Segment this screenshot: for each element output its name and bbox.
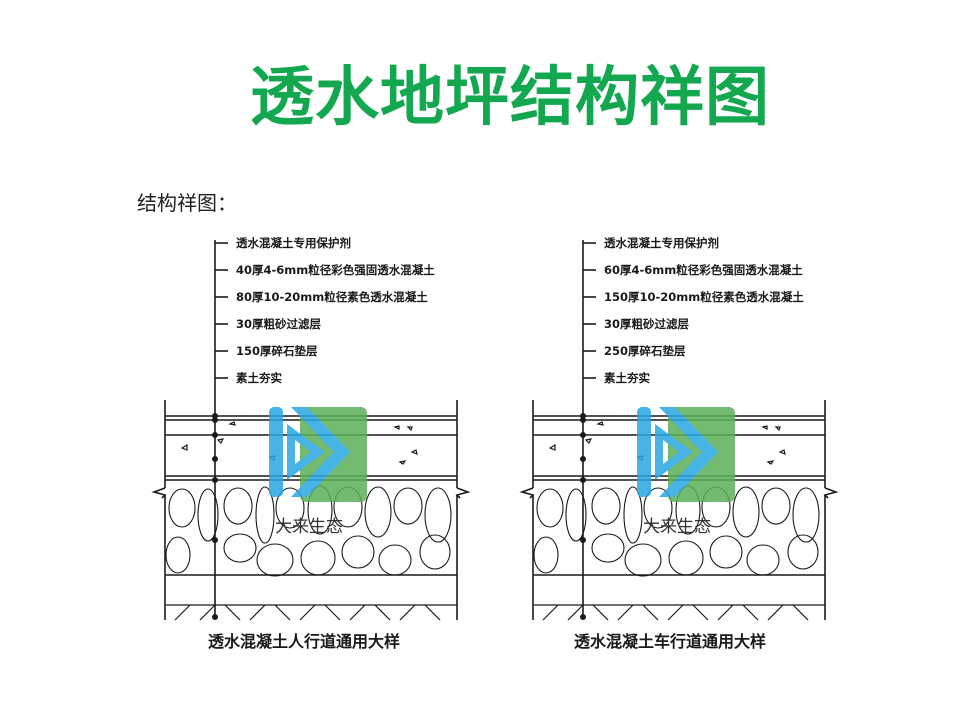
diagram-sidewalk: 大来生态 透水混凝土专用保护剂 40厚4-6mm粒径彩色强固透水混凝土 80厚1… bbox=[150, 230, 490, 670]
cross-section-drawing: 大来生态 bbox=[519, 240, 839, 621]
cross-section-drawing: 大来生态 bbox=[151, 240, 471, 621]
layer-label: 60厚4-6mm粒径彩色强固透水混凝土 bbox=[604, 263, 803, 277]
section-subtitle: 结构祥图： bbox=[137, 191, 237, 215]
layer-label: 250厚碎石垫层 bbox=[604, 344, 686, 358]
page-title: 透水地坪结构祥图 bbox=[250, 61, 770, 135]
layer-label: 透水混凝土专用保护剂 bbox=[604, 236, 719, 250]
layer-label: 150厚10-20mm粒径素色透水混凝土 bbox=[604, 290, 804, 304]
watermark-text: 大来生态 bbox=[643, 517, 711, 537]
diagram-caption: 透水混凝土车行道通用大样 bbox=[574, 632, 767, 651]
layer-label: 150厚碎石垫层 bbox=[236, 344, 318, 358]
layer-label: 透水混凝土专用保护剂 bbox=[236, 236, 351, 250]
diagram-roadway: 大来生态 透水混凝土专用保护剂 60厚4-6mm粒径彩色强固透水混凝土 150厚… bbox=[518, 230, 858, 670]
play-chevron-logo-icon bbox=[269, 407, 367, 502]
layer-label: 素土夯实 bbox=[236, 371, 282, 385]
layer-label: 80厚10-20mm粒径素色透水混凝土 bbox=[236, 290, 428, 304]
layer-label: 30厚粗砂过滤层 bbox=[604, 317, 690, 331]
play-chevron-logo-icon bbox=[637, 407, 735, 502]
layer-label: 30厚粗砂过滤层 bbox=[236, 317, 322, 331]
layer-label: 素土夯实 bbox=[604, 371, 650, 385]
watermark-text: 大来生态 bbox=[275, 517, 343, 537]
layer-label: 40厚4-6mm粒径彩色强固透水混凝土 bbox=[236, 263, 435, 277]
diagram-caption: 透水混凝土人行道通用大样 bbox=[208, 632, 401, 651]
